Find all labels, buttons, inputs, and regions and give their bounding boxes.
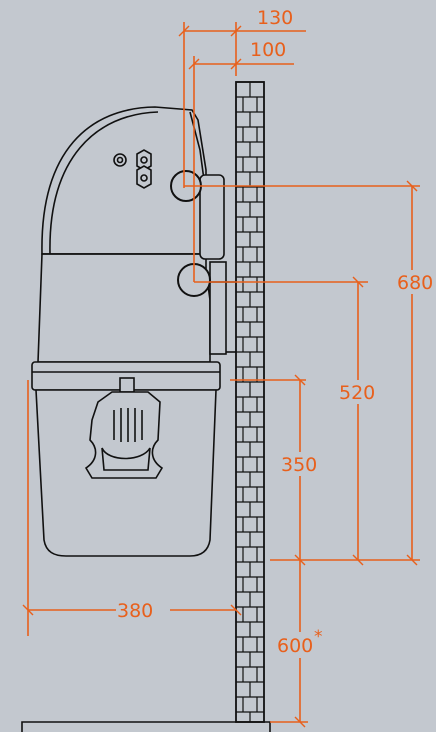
brick-wall bbox=[235, 81, 265, 723]
nut-hole bbox=[140, 156, 148, 164]
control-knob-center bbox=[116, 156, 124, 164]
latch-grip bbox=[101, 447, 151, 471]
dimension-ticks bbox=[22, 25, 418, 728]
wall-bracket bbox=[209, 261, 227, 355]
dim-label-520: 520 bbox=[339, 382, 375, 404]
dim-label-130: 130 bbox=[257, 7, 293, 29]
back-connector bbox=[199, 174, 225, 260]
dim-label-350: 350 bbox=[281, 454, 317, 476]
dim-label-380: 380 bbox=[117, 600, 153, 622]
vacuum-unit bbox=[31, 106, 236, 557]
nut-hole-lower bbox=[140, 174, 148, 182]
dim-label-600: 600 bbox=[277, 635, 313, 657]
latch-hook bbox=[119, 377, 135, 393]
dim-label-600-asterisk: * bbox=[314, 627, 323, 647]
floor-line bbox=[21, 721, 271, 732]
dimension-lines bbox=[22, 22, 420, 728]
head-contour-line bbox=[49, 111, 159, 255]
label-masks bbox=[116, 270, 435, 658]
brick-courses bbox=[236, 81, 264, 722]
dim-label-100: 100 bbox=[250, 39, 286, 61]
dim-label-680: 680 bbox=[397, 272, 433, 294]
latch-ribs bbox=[113, 408, 143, 442]
